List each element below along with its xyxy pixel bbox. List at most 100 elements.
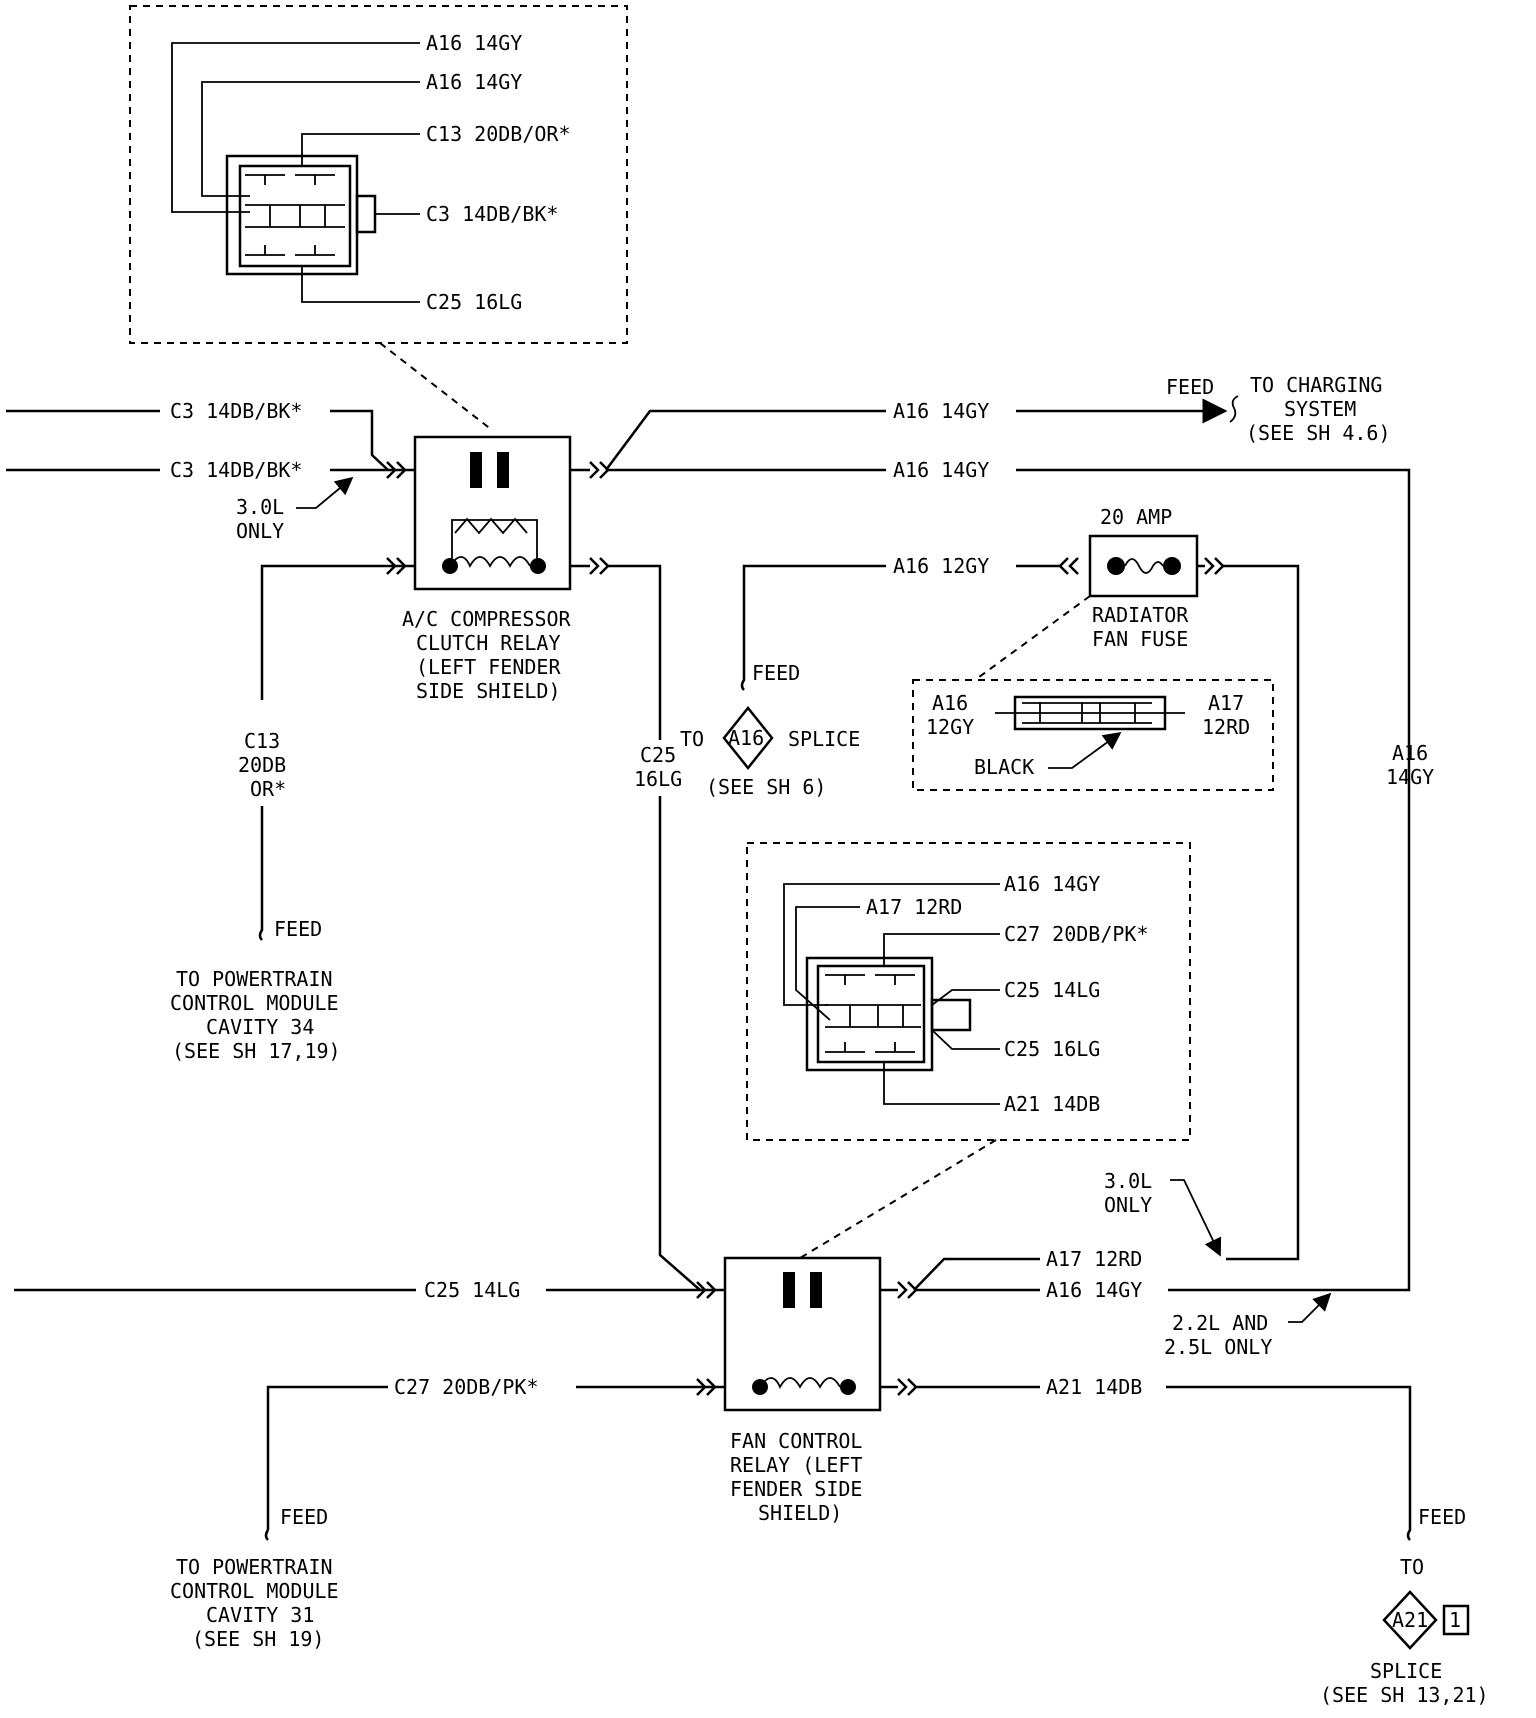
note-label: 3.0L	[236, 495, 284, 519]
splice-a16-id: A16	[728, 726, 764, 750]
fuse-detail-label: 12GY	[926, 715, 974, 739]
fan-pin-lead-4	[931, 989, 1000, 1006]
fan-pin-lead-6	[883, 1062, 1000, 1105]
splice-a21-ref: (SEE SH 13,21)	[1320, 1683, 1489, 1707]
feed-label: FEED	[752, 661, 800, 685]
wire-c13-down	[258, 806, 264, 941]
fan-control-relay: FAN CONTROL RELAY (LEFT FENDER SIDE SHIE…	[723, 1256, 882, 1525]
fuse-detail-blade	[995, 702, 1185, 724]
fuse-detail-label: A16	[932, 691, 968, 715]
ac-relay-connector-left	[386, 461, 406, 479]
fuse-detail: A16 12GY A17 12RD BLACK	[912, 679, 1274, 791]
fan-pin-label: C25 16LG	[1004, 1037, 1100, 1061]
charging-dest: TO CHARGING	[1250, 373, 1382, 397]
fuse-detail-leader	[974, 595, 1091, 681]
ac-relay-box	[413, 435, 572, 591]
top-pin-label: A16 14GY	[426, 70, 522, 94]
fuse-detail-label: A17	[1208, 691, 1244, 715]
fan-relay-contact	[810, 1272, 822, 1308]
splice-a16-to: TO	[680, 727, 704, 751]
pcm-feed-31-text: CONTROL MODULE	[170, 1579, 339, 1603]
wire-label: A16 14GY	[893, 458, 989, 482]
top-pin-lead-2	[201, 81, 420, 197]
pcm-feed-34-text: CAVITY 34	[206, 1015, 314, 1039]
splice-a21-diamond	[1382, 1590, 1438, 1650]
ac-compressor-clutch-relay: A/C COMPRESSOR CLUTCH RELAY (LEFT FENDER…	[402, 435, 572, 703]
fan-relay-label: FENDER SIDE	[730, 1477, 862, 1501]
note-label: 2.2L AND	[1172, 1311, 1268, 1335]
ac-relay-label: SIDE SHIELD)	[416, 679, 561, 703]
ac-relay-resistor	[451, 517, 538, 566]
top-pin-label: C3 14DB/BK*	[426, 202, 558, 226]
ac-relay-contact	[470, 452, 482, 488]
fan-relay-connector-left	[696, 1281, 716, 1299]
fuse-detail-label: 12RD	[1202, 715, 1250, 739]
wire-a16-top	[604, 409, 886, 471]
note-label: ONLY	[236, 519, 284, 543]
wire-label: A16	[1392, 741, 1428, 765]
pcm-feed-31-text: (SEE SH 19)	[192, 1627, 324, 1651]
note-arrow	[1170, 1179, 1222, 1257]
fan-pin-lead-5	[931, 1029, 1000, 1050]
fuse-detail-arrow	[1048, 731, 1122, 769]
ac-relay-connector-right	[570, 557, 610, 575]
pcm-feed-34-text: (SEE SH 17,19)	[172, 1039, 341, 1063]
wire-label: 14GY	[1386, 765, 1434, 789]
top-pin-label: A16 14GY	[426, 31, 522, 55]
wire-a16-12gy	[740, 564, 886, 691]
fuse-connector-right	[1197, 557, 1225, 575]
top-connector-dashed-box	[129, 5, 628, 344]
fan-connector-dashed-box	[746, 842, 1191, 1141]
wire-label: A17 12RD	[1046, 1247, 1142, 1271]
splice-a21-label: SPLICE	[1370, 1659, 1442, 1683]
pcm-feed-31-text: TO POWERTRAIN	[176, 1555, 333, 1579]
fuse-label: FAN FUSE	[1092, 627, 1188, 651]
top-connector-detail: A16 14GY A16 14GY C13 20DB/OR* C3 14DB/B…	[129, 5, 628, 344]
wire-c3-top-right	[330, 409, 389, 471]
wire-a16-right-vertical	[1016, 468, 1411, 1292]
wire-c25-16lg	[606, 564, 662, 740]
wire-c27-left	[266, 1385, 388, 1530]
splice-a21-id: A21	[1392, 1608, 1428, 1632]
wire-label: C13	[244, 729, 280, 753]
splice-a16-label: SPLICE	[788, 727, 860, 751]
fan-relay-connector-left	[696, 1378, 716, 1396]
pcm-feed-34-text: TO POWERTRAIN	[176, 967, 333, 991]
fan-connector-detail: A16 14GY A17 12RD C27 20DB/PK* C25 14LG …	[746, 842, 1191, 1141]
fuse-terminal	[1163, 557, 1181, 575]
fuse-detail-dashed-box	[912, 679, 1274, 791]
wire-a17-12rd	[1221, 564, 1300, 1261]
note-arrow	[296, 476, 354, 509]
ac-relay-connector-left	[386, 557, 406, 575]
charging-dest: SYSTEM	[1284, 397, 1356, 421]
radiator-fan-fuse: 20 AMP RADIATOR FAN FUSE	[1088, 505, 1199, 651]
splice-a16-diamond	[722, 705, 774, 771]
top-pin-label: C13 20DB/OR*	[426, 122, 571, 146]
pcm-feed-31-text: CAVITY 31	[206, 1603, 314, 1627]
ac-relay-contact	[497, 452, 509, 488]
feed-label: FEED	[1166, 375, 1214, 399]
fan-pin-lead-1	[783, 883, 1000, 1006]
wire-label: C25 14LG	[424, 1278, 520, 1302]
note-arrow	[1288, 1292, 1332, 1323]
wire-a17-to-relay	[913, 1257, 1040, 1291]
wire-label: A21 14DB	[1046, 1375, 1142, 1399]
fuse-label: RADIATOR	[1092, 603, 1189, 627]
feed-label: FEED	[274, 917, 322, 941]
ac-relay-terminal	[530, 558, 546, 574]
wire-label: OR*	[250, 777, 286, 801]
ac-relay-label: A/C COMPRESSOR	[402, 607, 572, 631]
fan-detail-leader	[799, 1139, 997, 1259]
fan-relay-coil	[759, 1377, 841, 1390]
wire-label: 20DB	[238, 753, 286, 777]
note-label: ONLY	[1104, 1193, 1152, 1217]
fan-pin-label: A17 12RD	[866, 895, 962, 919]
fan-relay-box	[723, 1256, 882, 1412]
wire-c13	[260, 564, 415, 700]
wire-c27-feed-mark	[264, 1529, 270, 1541]
fuse-rating: 20 AMP	[1100, 505, 1172, 529]
fuse-element	[1124, 558, 1164, 574]
note-label: 2.5L ONLY	[1164, 1335, 1272, 1359]
wire-label: A16 14GY	[893, 399, 989, 423]
wire-a21-right	[1166, 1385, 1412, 1541]
